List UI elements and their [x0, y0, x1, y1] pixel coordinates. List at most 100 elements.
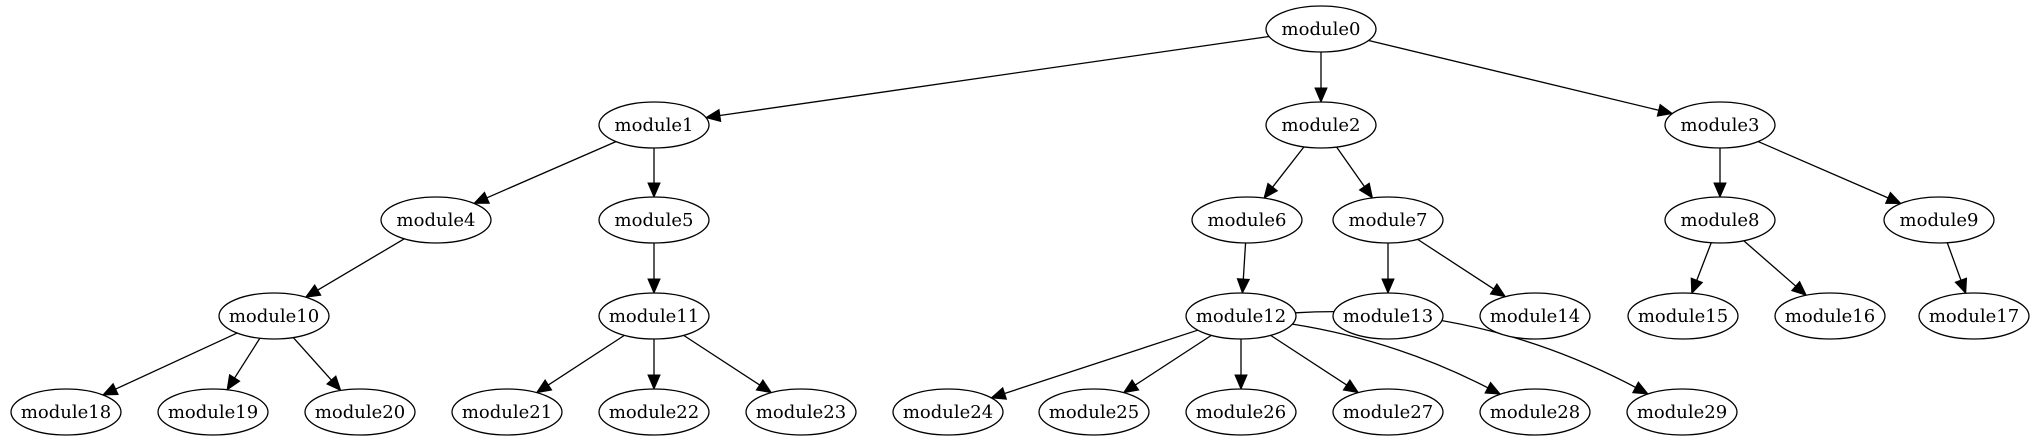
edge-module0-to-module2 — [1314, 52, 1328, 104]
arrowhead — [1381, 278, 1395, 295]
arrowhead — [472, 191, 491, 204]
arrowhead — [1954, 277, 1968, 295]
node-label: module16 — [1785, 306, 1875, 327]
arrowhead — [1263, 182, 1279, 200]
node-module25: module25 — [1038, 388, 1150, 436]
edge-module8-to-module15 — [1690, 242, 1712, 295]
edge-line — [115, 332, 238, 390]
edge-line — [1757, 140, 1889, 199]
arrowhead — [304, 284, 322, 298]
node-label: module27 — [1343, 402, 1433, 423]
edge-line — [1743, 240, 1797, 287]
edge-line — [1336, 146, 1365, 187]
node-shape — [1185, 292, 1297, 340]
node-label: module21 — [462, 402, 552, 423]
node-module18: module18 — [10, 388, 122, 436]
node-label: module6 — [1208, 210, 1287, 231]
arrowhead — [704, 108, 722, 123]
edge-line — [548, 334, 625, 386]
node-label: module18 — [21, 402, 111, 423]
edge-line — [1292, 323, 1489, 389]
node-module11: module11 — [598, 292, 710, 340]
node-shape — [745, 388, 857, 436]
node-shape — [1918, 292, 2030, 340]
edge-module1-to-module5 — [647, 148, 661, 199]
node-shape — [1664, 196, 1776, 244]
arrowhead — [1122, 379, 1140, 394]
edge-module11-to-module21 — [535, 334, 625, 394]
node-shape — [1185, 388, 1297, 436]
node-shape — [1627, 292, 1739, 340]
edge-module6-to-module12 — [1236, 242, 1251, 295]
node-shape — [304, 388, 416, 436]
arrowhead — [1489, 283, 1507, 298]
edge-module9-to-module17 — [1946, 242, 1968, 295]
node-label: module13 — [1343, 306, 1433, 327]
edge-line — [317, 238, 405, 291]
node-module12: module12 — [1185, 292, 1297, 340]
edges-layer — [101, 35, 1968, 400]
node-shape — [1479, 292, 1591, 340]
edge-module11-to-module23 — [683, 334, 773, 394]
node-label: module9 — [1900, 210, 1979, 231]
node-label: module4 — [397, 210, 476, 231]
node-label: module24 — [903, 402, 993, 423]
node-shape — [892, 388, 1004, 436]
edge-module12-to-module24 — [990, 329, 1198, 400]
arrowhead — [990, 386, 1008, 400]
node-shape — [1038, 388, 1150, 436]
node-module2: module2 — [1265, 101, 1377, 149]
node-shape — [380, 196, 492, 244]
edge-line — [1368, 39, 1659, 111]
arrowhead — [325, 375, 342, 392]
arrowhead — [1236, 278, 1251, 295]
node-module7: module7 — [1332, 196, 1444, 244]
node-label: module2 — [1282, 115, 1361, 136]
node-shape — [598, 101, 710, 149]
node-shape — [1332, 388, 1444, 436]
node-module26: module26 — [1185, 388, 1297, 436]
arrowhead — [1342, 379, 1360, 394]
node-label: module12 — [1196, 306, 1286, 327]
edge-module3-to-module8 — [1713, 148, 1727, 199]
node-label: module7 — [1349, 210, 1428, 231]
node-label: module25 — [1049, 402, 1139, 423]
edge-module11-to-module22 — [647, 339, 661, 391]
edge-module12-to-module27 — [1270, 334, 1360, 394]
node-shape — [1664, 101, 1776, 149]
arrowhead — [1631, 381, 1650, 395]
edge-module12-to-module25 — [1122, 334, 1212, 394]
edge-module3-to-module9 — [1757, 140, 1902, 204]
node-module15: module15 — [1627, 292, 1739, 340]
node-module28: module28 — [1479, 388, 1591, 436]
node-module17: module17 — [1918, 292, 2030, 340]
edge-module2-to-module6 — [1263, 146, 1305, 200]
node-module5: module5 — [598, 196, 710, 244]
edge-line — [1270, 334, 1347, 386]
arrowhead — [101, 382, 119, 396]
node-label: module1 — [615, 115, 694, 136]
edge-module1-to-module4 — [472, 140, 617, 204]
node-module3: module3 — [1664, 101, 1776, 149]
arrowhead — [1234, 374, 1248, 391]
arrowhead — [647, 182, 661, 199]
edge-module10-to-module20 — [292, 337, 342, 392]
node-module16: module16 — [1774, 292, 1886, 340]
node-shape — [598, 196, 710, 244]
edge-line — [486, 140, 617, 199]
node-shape — [1626, 388, 1738, 436]
node-label: module10 — [229, 306, 319, 327]
node-shape — [10, 388, 122, 436]
node-module19: module19 — [157, 388, 269, 436]
edge-line — [1417, 238, 1494, 290]
node-label: module8 — [1681, 210, 1760, 231]
node-shape — [1191, 196, 1303, 244]
node-shape — [218, 292, 330, 340]
arrowhead — [1884, 191, 1902, 204]
arrowhead — [226, 373, 241, 391]
node-module0: module0 — [1265, 5, 1377, 53]
node-module21: module21 — [451, 388, 563, 436]
arrowhead — [1713, 182, 1727, 199]
node-module24: module24 — [892, 388, 1004, 436]
